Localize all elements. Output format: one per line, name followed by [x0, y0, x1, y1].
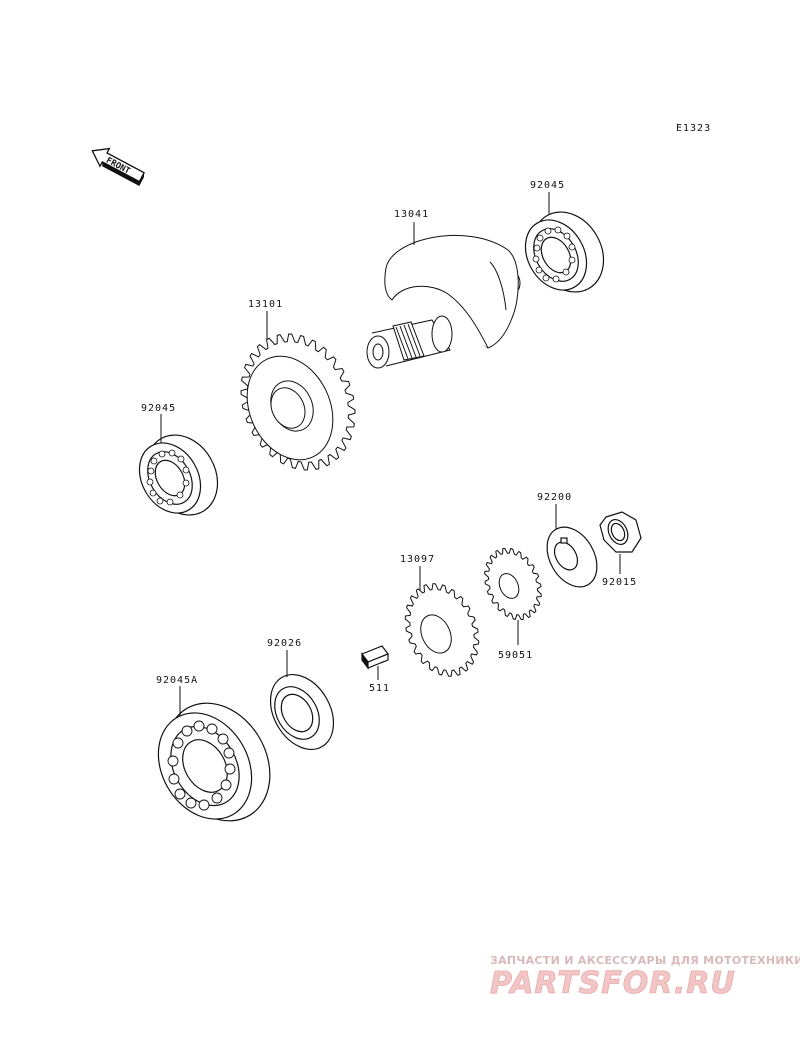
part-92015-nut: [599, 511, 642, 553]
label-92045A: 92045A: [156, 675, 198, 686]
part-59051-gear: [484, 547, 542, 621]
leader-lines: [160, 192, 621, 716]
label-13041: 13041: [394, 209, 429, 220]
part-92026-washer: [269, 674, 335, 750]
part-13101-gear: [240, 333, 356, 471]
label-511: 511: [369, 683, 390, 694]
label-92015: 92015: [602, 577, 637, 588]
label-13097: 13097: [400, 554, 435, 565]
part-13097-gear: [404, 583, 480, 677]
part-511-key: [361, 645, 389, 670]
part-13041-shaft: [366, 235, 521, 369]
watermark-tagline: ЗАПЧАСТИ И АКСЕССУАРЫ ДЛЯ МОТОТЕХНИКИ: [490, 954, 800, 967]
label-13101: 13101: [248, 299, 283, 310]
part-92200-washer: [546, 526, 598, 588]
label-59051: 59051: [498, 650, 533, 661]
part-92045A-bearing: [157, 702, 271, 822]
watermark-logo: PARTSFOR.RU: [490, 966, 736, 1001]
diagram-code: E1323: [676, 123, 711, 134]
label-92200: 92200: [537, 492, 572, 503]
front-arrow-icon: FRONT: [91, 147, 145, 187]
part-92045-bearing-top: [524, 211, 605, 293]
part-92045-bearing-left: [138, 434, 219, 516]
label-92026: 92026: [267, 638, 302, 649]
label-92045-left: 92045: [141, 403, 176, 414]
label-92045-top: 92045: [530, 180, 565, 191]
